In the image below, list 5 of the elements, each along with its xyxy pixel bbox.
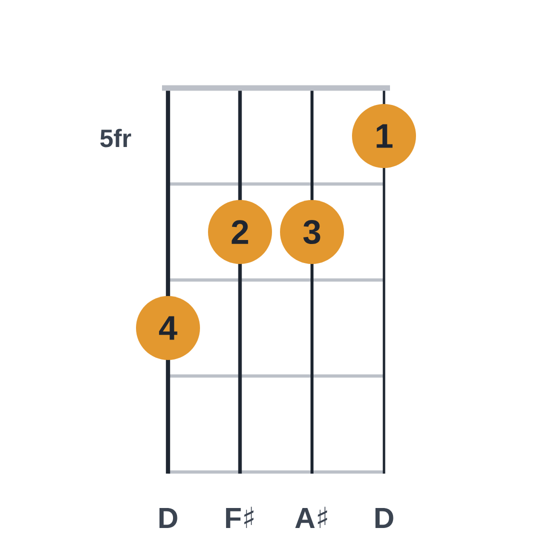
string-label: F♯	[226, 506, 254, 528]
string-label: D	[375, 508, 394, 528]
fret-label: 5fr	[100, 128, 132, 148]
string-label: D	[159, 508, 178, 528]
string-label: A♯	[295, 506, 328, 528]
